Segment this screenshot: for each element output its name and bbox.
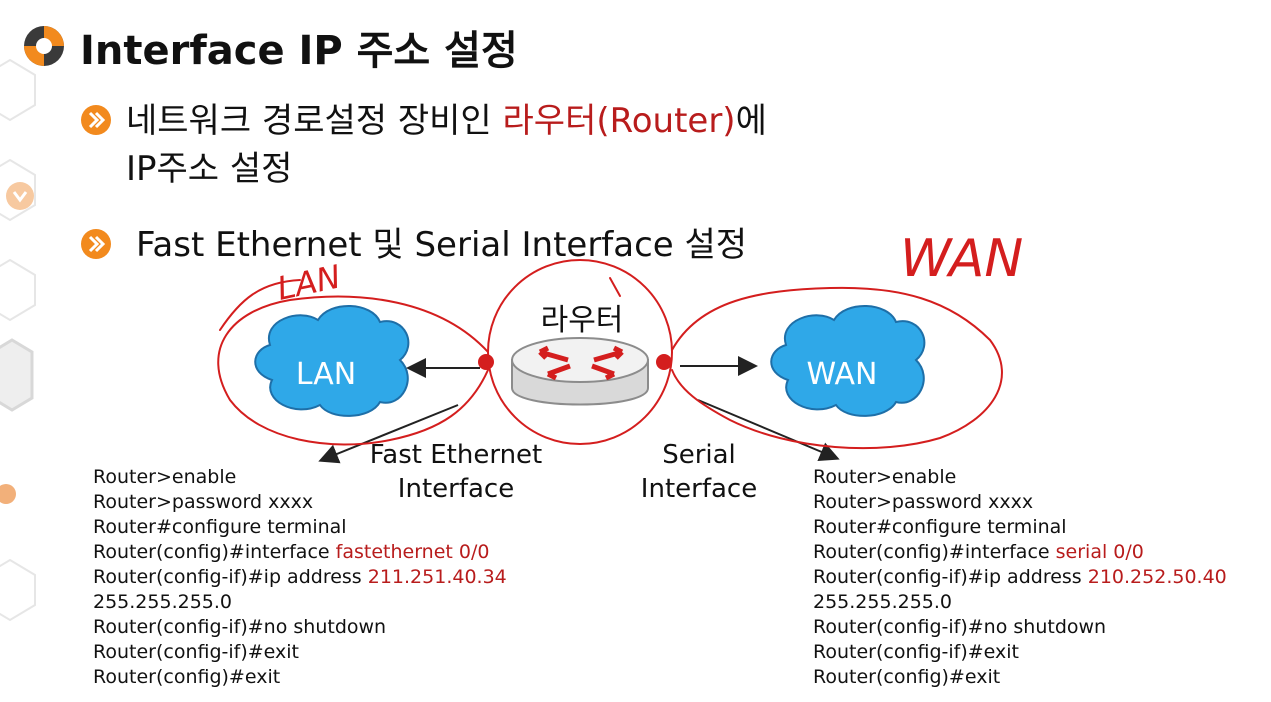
config-line: Router(config)#interface fastethernet 0/… <box>93 541 490 563</box>
bullet-chevron-icon <box>81 229 111 259</box>
fast-ethernet-interface-label: Fast Ethernet Interface <box>362 438 550 506</box>
fast-ethernet-label-line-1: Fast Ethernet <box>369 440 543 470</box>
router-icon <box>511 337 649 406</box>
serial-pointer <box>697 399 840 462</box>
config-line: Router(config-if)#no shutdown <box>93 616 387 638</box>
fast-ethernet-label-line-2: Interface <box>397 474 515 504</box>
bullet-1-line-1: 네트워크 경로설정 장비인 라우터(Router)에 <box>126 98 767 144</box>
router-label: 라우터 <box>541 303 624 338</box>
config-line: Router(config-if)#exit <box>93 641 300 663</box>
config-line: 255.255.255.0 <box>93 591 233 613</box>
config-line: Router>password xxxx <box>93 491 314 513</box>
bullet-2-text: Fast Ethernet 및 Serial Interface 설정 <box>136 225 748 265</box>
config-line: Router(config)#interface serial 0/0 <box>813 541 1144 563</box>
wan-cloud-label: WAN <box>807 357 878 392</box>
config-line: Router>enable <box>93 466 237 488</box>
config-line: 255.255.255.0 <box>813 591 953 613</box>
config-line: Router#configure terminal <box>93 516 347 538</box>
config-line: Router>enable <box>813 466 957 488</box>
config-line: Router>password xxxx <box>813 491 1034 513</box>
handwritten-wan: WAN <box>900 229 1023 289</box>
config-line: Router(config)#exit <box>813 666 1001 688</box>
title-target-icon <box>24 26 64 66</box>
wan-cloud <box>770 305 926 417</box>
config-line: Router(config-if)#ip address 211.251.40.… <box>93 566 507 588</box>
serial-label-line-1: Serial <box>662 440 736 470</box>
config-line: Router(config)#exit <box>93 666 281 688</box>
bullet-chevron-icon <box>81 105 111 135</box>
lan-cloud <box>254 305 410 417</box>
fast-ethernet-config-listing: Router>enable Router>password xxxx Route… <box>93 465 507 690</box>
serial-interface-label: Serial Interface <box>632 438 766 506</box>
config-line: Router(config-if)#no shutdown <box>813 616 1107 638</box>
serial-label-line-2: Interface <box>640 474 758 504</box>
fast-ethernet-pointer <box>318 404 459 464</box>
bullet-1-line-2: IP주소 설정 <box>126 149 293 189</box>
lan-cloud-label: LAN <box>296 357 356 392</box>
bullet-1-suffix: 에 <box>735 101 767 141</box>
slide-title: Interface IP 주소 설정 <box>80 28 518 74</box>
handwritten-annotations <box>217 259 1003 450</box>
left-decoration <box>0 58 36 622</box>
serial-config-listing: Router>enable Router>password xxxx Route… <box>813 465 1227 690</box>
config-line: Router(config-if)#ip address 210.252.50.… <box>813 566 1227 588</box>
handwritten-lan: LAN <box>274 257 344 307</box>
config-line: Router#configure terminal <box>813 516 1067 538</box>
bullet-1-accent: 라우터(Router) <box>502 101 736 141</box>
bullet-1-prefix: 네트워크 경로설정 장비인 <box>126 101 503 141</box>
config-line: Router(config-if)#exit <box>813 641 1020 663</box>
